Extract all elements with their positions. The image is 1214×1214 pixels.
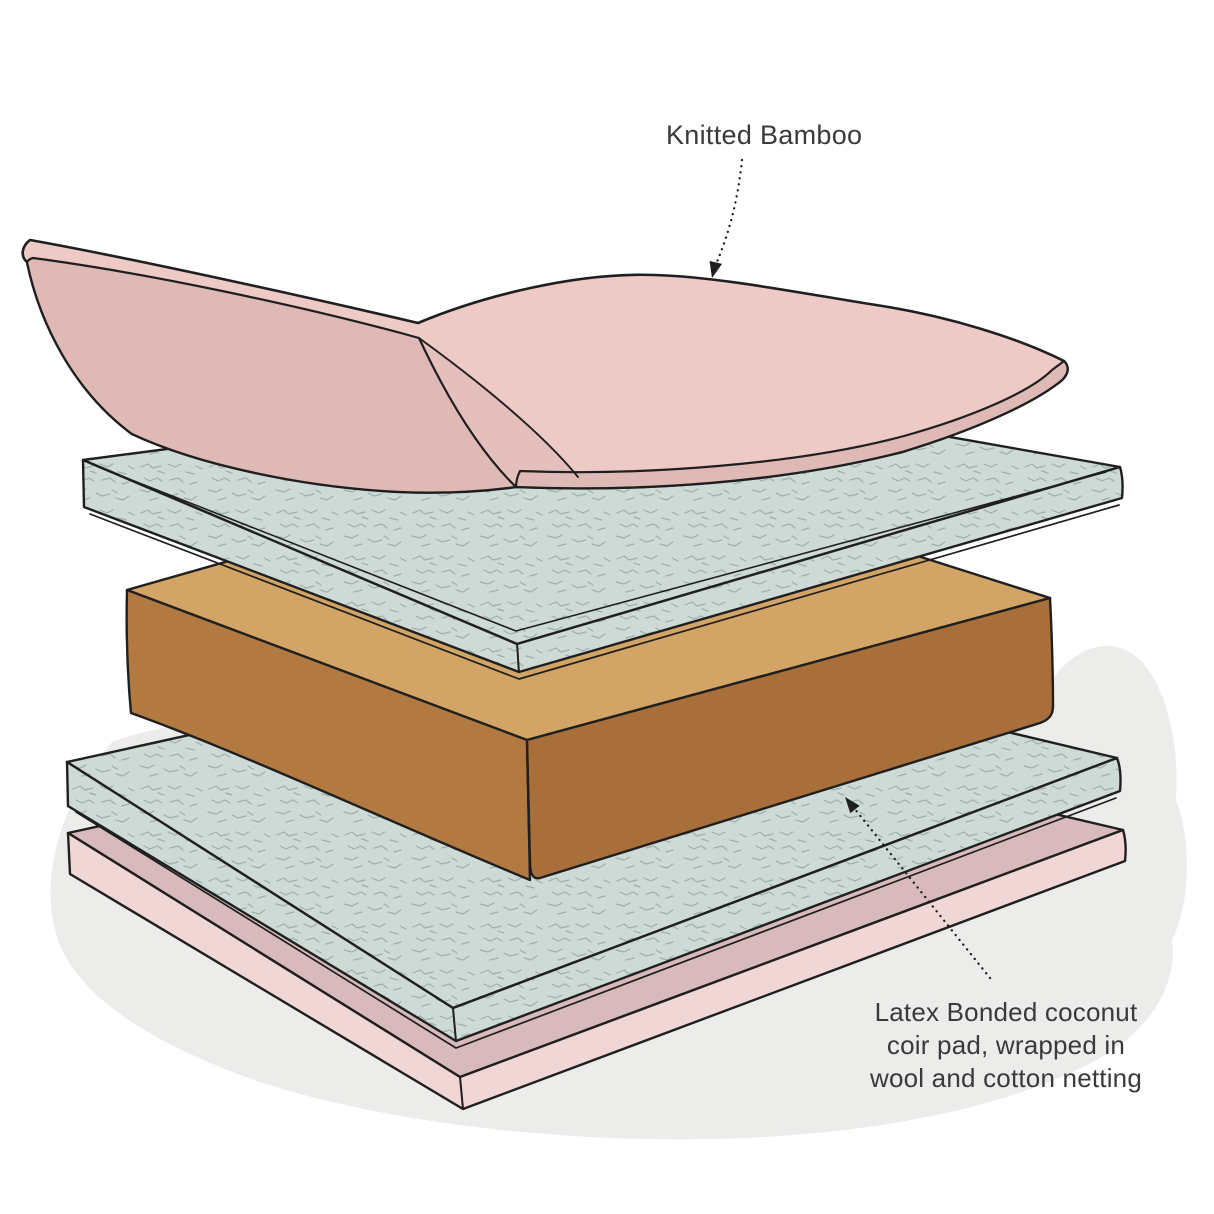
annotations: Knitted Bamboo Latex Bonded coconut coir… bbox=[666, 120, 1142, 1093]
knitted-bamboo-cover bbox=[21, 238, 1069, 494]
quilted-lower-corner-crease bbox=[452, 1007, 457, 1042]
quilted-upper-bottom-double-line bbox=[89, 504, 1120, 680]
coir-label-line3: wool and cotton netting bbox=[869, 1063, 1142, 1093]
coir-label-line1: Latex Bonded coconut bbox=[875, 997, 1138, 1027]
quilted-lower-bottom-double-line bbox=[75, 797, 1117, 1049]
knitted-bamboo-arrowhead bbox=[709, 260, 723, 278]
coir-pad-front-left-face bbox=[125, 588, 532, 882]
coir-pad-front-right-face bbox=[525, 596, 1055, 880]
base-layer-front-face bbox=[66, 828, 1127, 1111]
coir-pad-corner-crease bbox=[526, 739, 531, 881]
base-layer-corner-crease bbox=[459, 1076, 464, 1110]
quilted-upper-corner-crease bbox=[516, 643, 520, 673]
coir-arrow-line bbox=[852, 806, 992, 980]
bamboo-cover-fold-shade bbox=[419, 338, 578, 487]
quilted-lower-front-face bbox=[65, 756, 1122, 1043]
bamboo-cover-fold-line bbox=[418, 337, 579, 478]
coir-arrowhead bbox=[845, 797, 860, 814]
quilted-upper-front-face bbox=[81, 458, 1124, 674]
knitted-bamboo-label: Knitted Bamboo bbox=[666, 120, 862, 150]
quilted-upper-seam-line bbox=[95, 465, 1107, 632]
bamboo-cover-edge-band bbox=[514, 359, 1069, 490]
bamboo-cover-curl-underside bbox=[25, 256, 518, 494]
coir-label-line2: coir pad, wrapped in bbox=[887, 1030, 1125, 1060]
knitted-bamboo-arrow-line bbox=[714, 158, 744, 266]
